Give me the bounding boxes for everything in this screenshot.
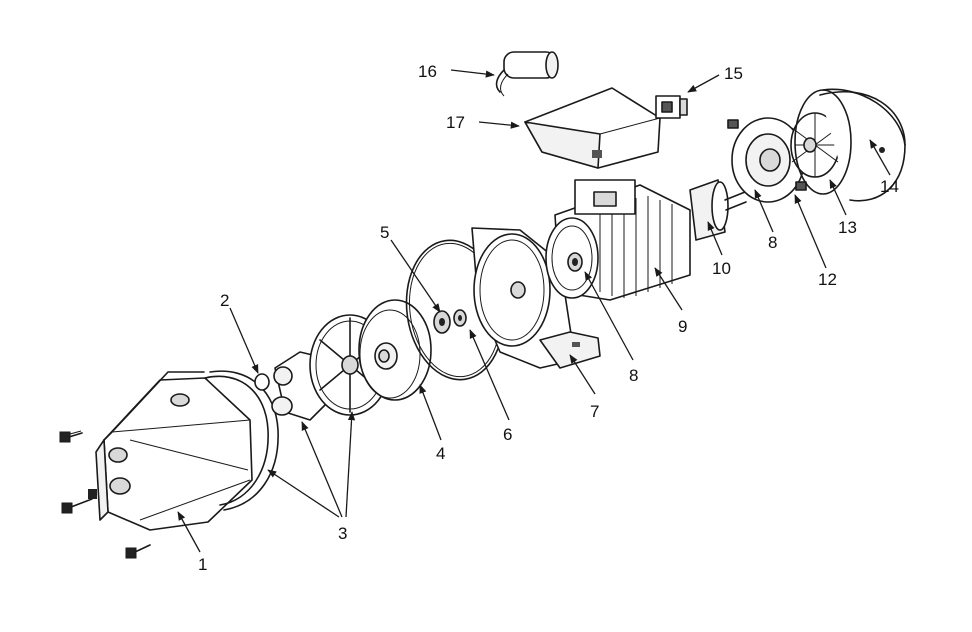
- label-part-12: 12: [818, 270, 837, 289]
- label-part-16: 16: [418, 62, 437, 81]
- label-part-1: 1: [198, 555, 207, 574]
- switch: [655, 95, 688, 119]
- label-part-6: 6: [503, 425, 512, 444]
- bolt-bottom: [125, 544, 151, 559]
- motor-housing: [545, 179, 691, 301]
- label-part-9: 9: [678, 317, 687, 336]
- label-part-4: 4: [436, 444, 445, 463]
- label-part-13: 13: [838, 218, 857, 237]
- terminal-box: [524, 87, 661, 169]
- bolt-middle: [61, 489, 97, 514]
- label-part-8-left: 8: [629, 366, 638, 385]
- label-part-3: 3: [338, 524, 347, 543]
- label-part-8-right: 8: [768, 233, 777, 252]
- pump-body: [95, 370, 279, 531]
- label-part-15: 15: [724, 64, 743, 83]
- label-part-17: 17: [446, 113, 465, 132]
- label-part-7: 7: [590, 402, 599, 421]
- fan-cover: [794, 88, 906, 202]
- label-part-5: 5: [380, 223, 389, 242]
- part-labels: 16 15 17 14 13 12 8 10 9 8 7 6 5 4 2 3 1: [198, 62, 899, 574]
- label-part-10: 10: [712, 259, 731, 278]
- leader-lines: [177, 69, 891, 553]
- impeller: [358, 299, 432, 401]
- label-part-14: 14: [880, 177, 899, 196]
- cooling-fan: [790, 112, 840, 178]
- capacitor: [495, 51, 559, 97]
- rotor-shaft: [689, 179, 747, 241]
- bolt-top: [59, 430, 83, 443]
- label-part-2: 2: [220, 291, 229, 310]
- mechanical-seal: [433, 309, 467, 334]
- o-ring-small: [254, 373, 270, 391]
